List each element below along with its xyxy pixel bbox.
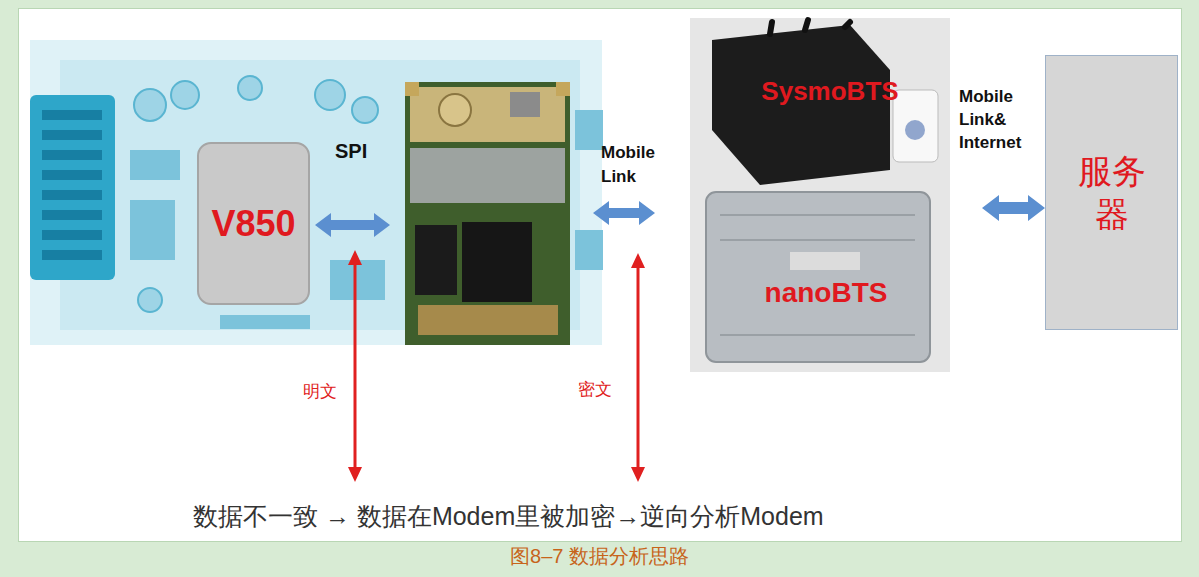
bts-group: SysmoBTSnanoBTS	[690, 18, 982, 372]
ecu-board	[30, 40, 603, 345]
node-text: V850	[211, 203, 295, 245]
edge-label: Mobile Link& Internet	[959, 86, 1045, 155]
annotation-label: SPI	[335, 140, 367, 163]
annotation-label: Mobile Link	[601, 141, 681, 189]
spi-arrow	[315, 213, 390, 237]
node-text: 服务器	[1074, 150, 1150, 235]
bts-photo	[690, 18, 950, 372]
node-text: nanoBTS	[670, 277, 982, 309]
chip-box: V850	[197, 142, 310, 305]
server-box: 服务器	[1045, 55, 1178, 330]
figure-caption: 图8–7 数据分析思路	[0, 543, 1199, 570]
annotation-label: 密文	[578, 378, 612, 401]
ciphertext-arrow	[631, 253, 645, 482]
node-text: SysmoBTS	[678, 76, 982, 107]
modem-board	[405, 82, 570, 345]
mobile-link-arrow	[593, 201, 655, 225]
link-arrow	[982, 195, 1045, 221]
annotation-label: 明文	[303, 380, 337, 403]
plaintext-arrow	[348, 250, 362, 482]
annotation-label: 数据不一致 → 数据在Modem里被加密→逆向分析Modem	[193, 500, 824, 533]
